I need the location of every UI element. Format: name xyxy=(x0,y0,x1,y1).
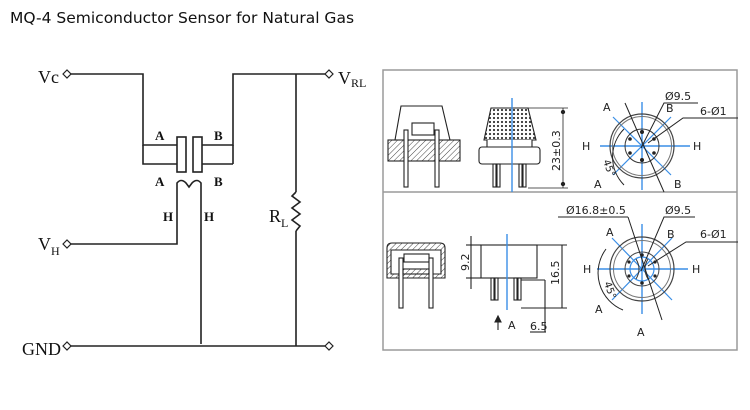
label-pin-a-bottom: A xyxy=(155,174,165,189)
dim-total-height: 16.5 xyxy=(549,261,562,286)
dim-pin-length: 6.5 xyxy=(530,320,548,333)
dim-outer-diameter: Ø16.8±0.5 xyxy=(566,204,626,217)
label-view-a: A xyxy=(508,319,516,332)
electrode-a xyxy=(176,136,187,173)
top-bottom-view xyxy=(600,102,738,193)
dim-pins-bottom: 6-Ø1 xyxy=(700,228,727,241)
wire-vh xyxy=(70,190,178,245)
terminal-gnd-left xyxy=(62,341,72,351)
label-a1-top: A xyxy=(603,101,611,114)
wire-vc xyxy=(70,73,177,146)
label-vc: Vc xyxy=(38,67,59,87)
label-vrl: VRL xyxy=(338,68,366,90)
dim-pins-top: 6-Ø1 xyxy=(700,105,727,118)
heater-coil xyxy=(176,179,202,190)
terminal-vrl xyxy=(324,69,334,79)
label-pin-b-top: B xyxy=(214,128,223,143)
top-section-view xyxy=(387,105,461,188)
label-pin-h-right: H xyxy=(204,209,214,224)
label-h1-top: H xyxy=(582,140,590,153)
label-b1-top: B xyxy=(666,102,674,115)
dim-height-top: 23±0.3 xyxy=(550,130,563,171)
label-vh: VH xyxy=(38,234,60,258)
label-a2-top: A xyxy=(594,178,602,191)
top-side-view xyxy=(478,98,568,192)
terminal-vh xyxy=(62,239,72,249)
label-h1-bottom: H xyxy=(583,263,591,276)
page-title: MQ-4 Semiconductor Sensor for Natural Ga… xyxy=(10,9,355,27)
wire-b-upper xyxy=(202,73,325,146)
electrode-b xyxy=(192,136,203,173)
drawing-frame xyxy=(382,69,738,351)
label-pin-h-left: H xyxy=(163,209,173,224)
label-a2-bottom: A xyxy=(595,303,603,316)
circuit-diagram xyxy=(70,73,325,347)
mechanical-drawing: 23±0.3 Ø9.5 6-Ø1 A B H H A B 4 xyxy=(382,69,738,351)
dim-diameter-bottom: Ø9.5 xyxy=(665,204,691,217)
bottom-section-view xyxy=(386,242,446,309)
wire-a-lower xyxy=(142,145,177,165)
label-h2-bottom: H xyxy=(692,263,700,276)
terminal-gnd-right xyxy=(324,341,334,351)
view-arrow-icon xyxy=(494,314,502,330)
load-resistor xyxy=(290,191,302,232)
dim-diameter-top: Ø9.5 xyxy=(665,90,691,103)
label-b1-bottom: B xyxy=(667,228,675,241)
label-b2-top: B xyxy=(674,178,682,191)
dim-body-height: 9.2 xyxy=(459,254,472,272)
label-a1-bottom: A xyxy=(606,226,614,239)
label-h2-top: H xyxy=(693,140,701,153)
bottom-bottom-view xyxy=(558,216,738,321)
bottom-side-view xyxy=(466,234,567,333)
label-rl: RL xyxy=(269,206,288,230)
label-a3-bottom: A xyxy=(637,326,645,339)
terminal-vc xyxy=(62,69,72,79)
label-pin-a-top: A xyxy=(155,128,165,143)
label-pin-b-bottom: B xyxy=(214,174,223,189)
label-gnd: GND xyxy=(22,339,61,359)
